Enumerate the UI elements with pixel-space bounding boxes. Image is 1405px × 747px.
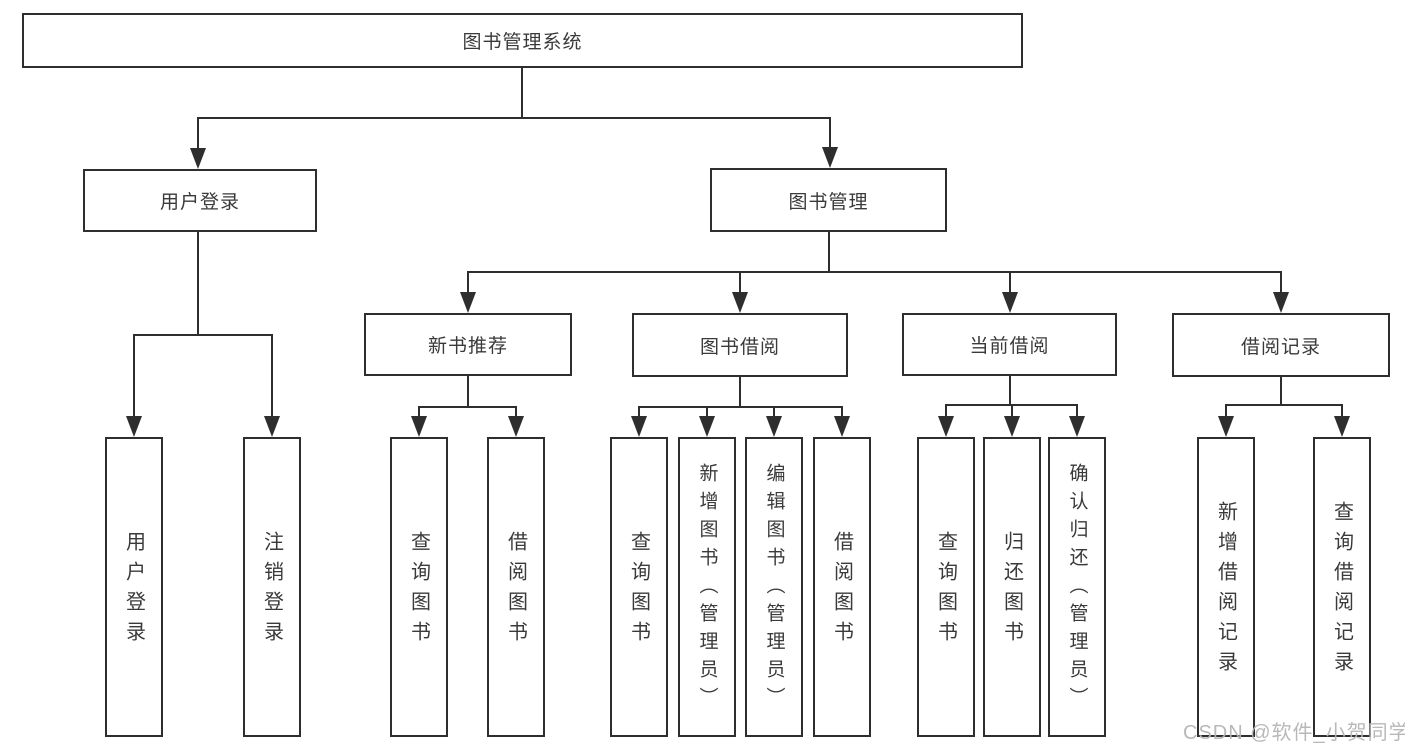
connector-riser	[1009, 376, 1011, 406]
connector-stem	[739, 271, 741, 293]
leaf-return-books-label: 归还图书	[1000, 531, 1023, 651]
connector-branch	[1225, 404, 1343, 406]
connector-stem	[1341, 404, 1343, 417]
arrow-head	[1334, 416, 1350, 437]
leaf-query-books-3-label: 查询图书	[934, 531, 957, 651]
leaf-logout: 注销登录	[243, 437, 301, 737]
leaf-query-books-2: 查询图书	[610, 437, 668, 737]
connector-stem	[133, 334, 135, 416]
leaf-query-borrow-record-label: 查询借阅记录	[1330, 501, 1353, 681]
connector-stem	[515, 406, 517, 417]
connector-book-mgmt-riser	[828, 232, 830, 273]
leaf-user-login-label: 用户登录	[122, 531, 145, 651]
arrow-head	[1069, 416, 1085, 437]
connector-branch	[418, 406, 517, 408]
connector-stem	[706, 406, 708, 417]
arrow-head	[1273, 292, 1289, 313]
connector-stem	[829, 117, 831, 151]
arrow-head	[1002, 292, 1018, 313]
leaf-user-login: 用户登录	[105, 437, 163, 737]
connector-stem	[1280, 271, 1282, 293]
node-user-login: 用户登录	[83, 169, 317, 232]
connector-stem	[638, 406, 640, 417]
csdn-watermark: CSDN @软件_小贺同学	[1183, 722, 1405, 744]
connector-stem	[841, 406, 843, 417]
leaf-borrow-books-1-label: 借阅图书	[504, 531, 527, 651]
root-node-system: 图书管理系统	[22, 13, 1023, 68]
node-current-borrow: 当前借阅	[902, 313, 1117, 376]
connector-stem	[1076, 404, 1078, 417]
node-book-management-label: 图书管理	[788, 191, 869, 213]
node-user-login-label: 用户登录	[159, 192, 240, 213]
arrow-head	[1004, 416, 1020, 437]
connector-stem	[467, 271, 469, 293]
leaf-add-borrow-record-label: 新增借阅记录	[1214, 501, 1237, 681]
connector-level1-branch	[197, 117, 831, 119]
leaf-borrow-books-1: 借阅图书	[487, 437, 545, 737]
leaf-add-books-admin: 新增图书（管理员）	[678, 437, 736, 737]
leaf-confirm-return-admin-label: 确认归还（管理员）	[1066, 463, 1088, 715]
arrow-head	[264, 416, 280, 437]
node-borrow-records: 借阅记录	[1172, 313, 1390, 377]
arrow-head	[190, 148, 206, 169]
connector-stem	[1011, 404, 1013, 417]
arrow-head	[411, 416, 427, 437]
connector-stem	[773, 406, 775, 417]
node-book-borrow: 图书借阅	[632, 313, 848, 377]
arrow-head	[631, 416, 647, 437]
connector-stem	[271, 334, 273, 416]
connector-riser	[739, 377, 741, 408]
leaf-confirm-return-admin: 确认归还（管理员）	[1048, 437, 1106, 737]
leaf-borrow-books-2-label: 借阅图书	[830, 531, 853, 651]
connector-riser	[1280, 377, 1282, 406]
arrow-head	[834, 416, 850, 437]
arrow-head	[126, 416, 142, 437]
node-new-book-recommend: 新书推荐	[364, 313, 572, 376]
leaf-query-books-1: 查询图书	[390, 437, 448, 737]
arrow-head	[1218, 416, 1234, 437]
node-book-management: 图书管理	[710, 168, 947, 232]
leaf-query-books-2-label: 查询图书	[627, 531, 650, 651]
leaf-logout-label: 注销登录	[260, 531, 283, 651]
connector-user-login-riser	[197, 232, 199, 336]
leaf-add-borrow-record: 新增借阅记录	[1197, 437, 1255, 737]
leaf-query-borrow-record: 查询借阅记录	[1313, 437, 1371, 737]
arrow-head	[766, 416, 782, 437]
leaf-edit-books-admin: 编辑图书（管理员）	[745, 437, 803, 737]
connector-level3-branch	[467, 271, 1282, 273]
node-borrow-records-label: 借阅记录	[1240, 336, 1321, 358]
node-current-borrow-label: 当前借阅	[969, 336, 1050, 357]
node-book-borrow-label: 图书借阅	[699, 336, 780, 358]
arrow-head	[460, 292, 476, 313]
arrow-head	[699, 416, 715, 437]
connector-stem	[1225, 404, 1227, 417]
node-new-book-recommend-label: 新书推荐	[427, 336, 508, 357]
arrow-head	[938, 416, 954, 437]
connector-stem	[945, 404, 947, 417]
connector-stem	[418, 406, 420, 417]
arrow-head	[822, 147, 838, 168]
connector-user-login-branch	[133, 334, 273, 336]
connector-branch	[638, 406, 843, 408]
connector-root-riser	[521, 68, 523, 118]
leaf-borrow-books-2: 借阅图书	[813, 437, 871, 737]
root-node-label: 图书管理系统	[462, 32, 583, 53]
leaf-add-books-admin-label: 新增图书（管理员）	[696, 463, 718, 715]
arrow-head	[732, 292, 748, 313]
leaf-return-books: 归还图书	[983, 437, 1041, 737]
arrow-head	[508, 416, 524, 437]
leaf-query-books-3: 查询图书	[917, 437, 975, 737]
connector-stem	[197, 117, 199, 151]
connector-riser	[467, 376, 469, 408]
leaf-edit-books-admin-label: 编辑图书（管理员）	[763, 463, 785, 715]
connector-stem	[1009, 271, 1011, 293]
leaf-query-books-1-label: 查询图书	[407, 531, 430, 651]
